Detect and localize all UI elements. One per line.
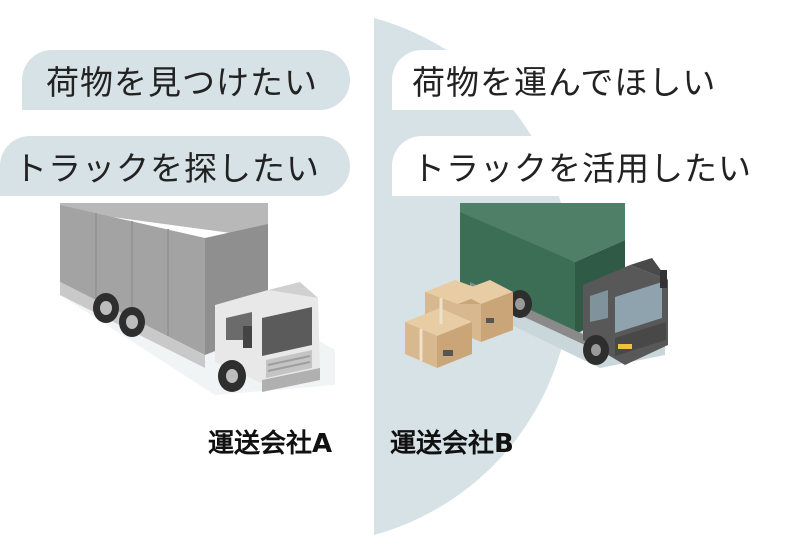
bubble-text: トラックを活用したい	[412, 149, 752, 188]
bubble-text: 荷物を運んでほしい	[412, 63, 717, 102]
gray-covered-truck-icon	[60, 203, 335, 395]
bubble-use-truck: トラックを活用したい	[392, 136, 786, 196]
cardboard-boxes-icon	[405, 280, 513, 368]
bubble-text: 荷物を見つけたい	[46, 63, 318, 102]
company-b-label: 運送会社B	[390, 429, 514, 459]
bubble-find-truck: トラックを探したい	[0, 136, 350, 196]
green-box-truck-icon	[460, 203, 668, 368]
bubble-want-delivery: 荷物を運んでほしい	[392, 50, 752, 110]
bubble-find-cargo: 荷物を見つけたい	[22, 50, 350, 110]
company-a-label: 運送会社A	[208, 429, 333, 459]
bubble-text: トラックを探したい	[14, 149, 320, 188]
